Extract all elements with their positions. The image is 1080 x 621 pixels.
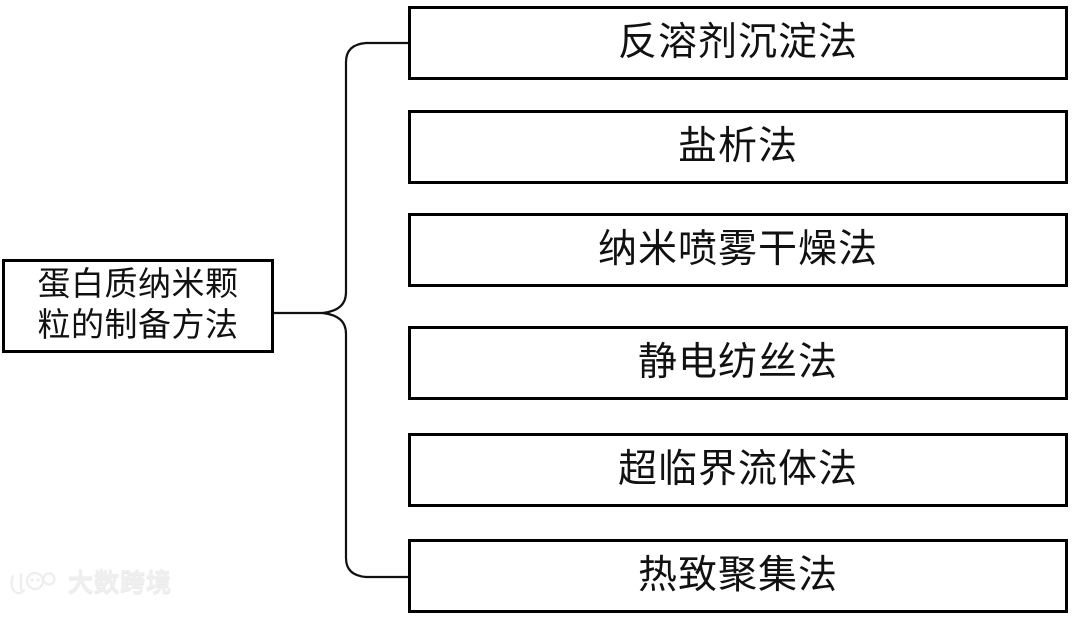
branch-box-5[interactable]: 超临界流体法 [408, 433, 1068, 507]
watermark: 大数跨境 [8, 568, 172, 598]
branch-label-1: 反溶剂沉淀法 [617, 21, 858, 64]
branch-box-6[interactable]: 热致聚集法 [408, 539, 1068, 613]
watermark-text: 大数跨境 [68, 569, 173, 597]
branch-label-5: 超临界流体法 [617, 448, 858, 491]
branch-box-4[interactable]: 静电纺丝法 [408, 326, 1068, 400]
branch-label-3: 纳米喷雾干燥法 [597, 228, 878, 271]
branch-box-2[interactable]: 盐析法 [408, 110, 1068, 184]
branch-label-6: 热致聚集法 [637, 554, 838, 597]
root-node-label: 蛋白质纳米颗 粒的制备方法 [37, 267, 239, 344]
connector-brace-upper [321, 41, 410, 315]
root-node[interactable]: 蛋白质纳米颗 粒的制备方法 [2, 259, 274, 353]
branch-label-4: 静电纺丝法 [637, 341, 838, 384]
branch-box-3[interactable]: 纳米喷雾干燥法 [408, 213, 1068, 287]
brand-logo-icon [10, 571, 56, 595]
connector-brace-lower [321, 311, 410, 579]
branch-label-2: 盐析法 [677, 125, 798, 168]
branch-box-1[interactable]: 反溶剂沉淀法 [408, 6, 1068, 80]
